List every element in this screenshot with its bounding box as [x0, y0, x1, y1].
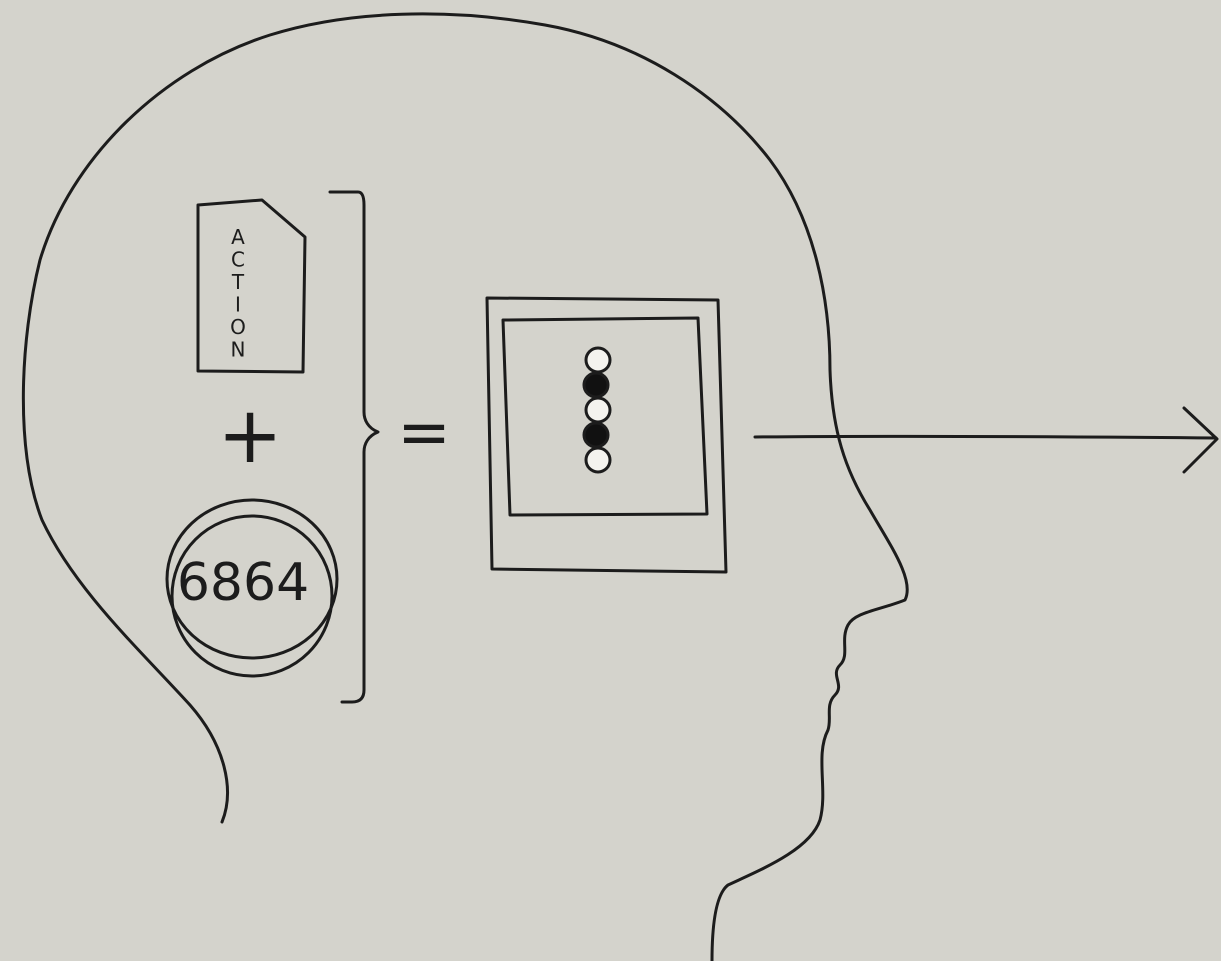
- action-card-letter: N: [231, 338, 246, 362]
- filled-dot: [584, 423, 608, 447]
- arrow-head: [1184, 408, 1217, 472]
- filled-dot: [584, 373, 608, 397]
- action-card-letter: O: [230, 315, 246, 339]
- coin: 6864: [167, 500, 337, 676]
- action-card-letter: A: [231, 225, 245, 249]
- empty-dot: [586, 348, 610, 372]
- arrow-shaft: [755, 436, 1216, 438]
- equals-sign: =: [397, 396, 451, 470]
- coin-number: 6864: [177, 553, 309, 613]
- right-brace: [330, 192, 378, 702]
- empty-dot: [586, 448, 610, 472]
- picture-dot-column: [584, 348, 610, 472]
- action-card-letter: I: [235, 293, 241, 317]
- action-card-letter: C: [231, 248, 245, 272]
- framed-picture: [487, 298, 726, 572]
- head-outline: [23, 14, 907, 961]
- empty-dot: [586, 398, 610, 422]
- plus-sign: +: [217, 391, 282, 481]
- action-card-shape: [198, 200, 305, 372]
- action-card-letter: T: [231, 270, 245, 294]
- output-arrow: [755, 408, 1217, 472]
